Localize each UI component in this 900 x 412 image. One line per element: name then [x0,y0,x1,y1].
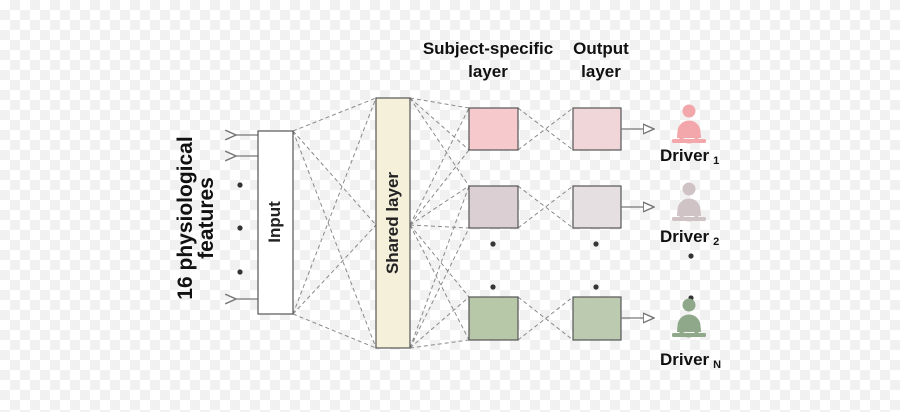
input-dot [237,182,243,188]
driver-name: Driver [660,146,710,165]
subject-header-line-2: layer [468,61,508,81]
shared-subject-connections [409,97,470,349]
column-dot [490,284,496,290]
input-dot [237,269,243,275]
driver-icon [672,104,706,144]
driver-name: Driver [660,350,710,369]
driver-icon [672,182,706,222]
driver-index: N [713,359,722,371]
output-box-n [572,296,622,341]
input-dot [237,225,243,231]
driver-icon [672,298,706,338]
features-line-2: features [195,177,218,259]
output-box-1 [572,107,622,151]
driver-name: Driver [660,227,710,246]
features-line-1: 16 physiological [174,136,197,300]
input-layer-label: Input [265,201,284,243]
shared-layer-label: Shared layer [383,171,402,275]
input-layer-box [257,130,294,315]
column-dot [593,284,599,290]
output-header-line-1: Output [573,39,629,58]
output-box-2 [572,185,622,229]
driver-index: 1 [713,155,720,167]
subject-box-2 [468,185,519,229]
features-label: 16 physiological features [174,123,219,313]
column-dot [490,241,496,247]
driver-index: 2 [713,236,720,248]
output-header: Output layer [561,40,641,81]
subject-box-1 [468,107,519,151]
subject-specific-header: Subject-specific layer [413,40,563,81]
output-header-line-2: layer [581,61,621,81]
shared-layer-box [375,97,411,349]
column-dot [593,241,599,247]
subject-output-connections [517,107,574,341]
subject-header-line-1: Subject-specific [422,39,554,58]
input-shared-connections [292,97,377,349]
driver-dot [688,253,694,259]
subject-box-n [468,296,519,341]
